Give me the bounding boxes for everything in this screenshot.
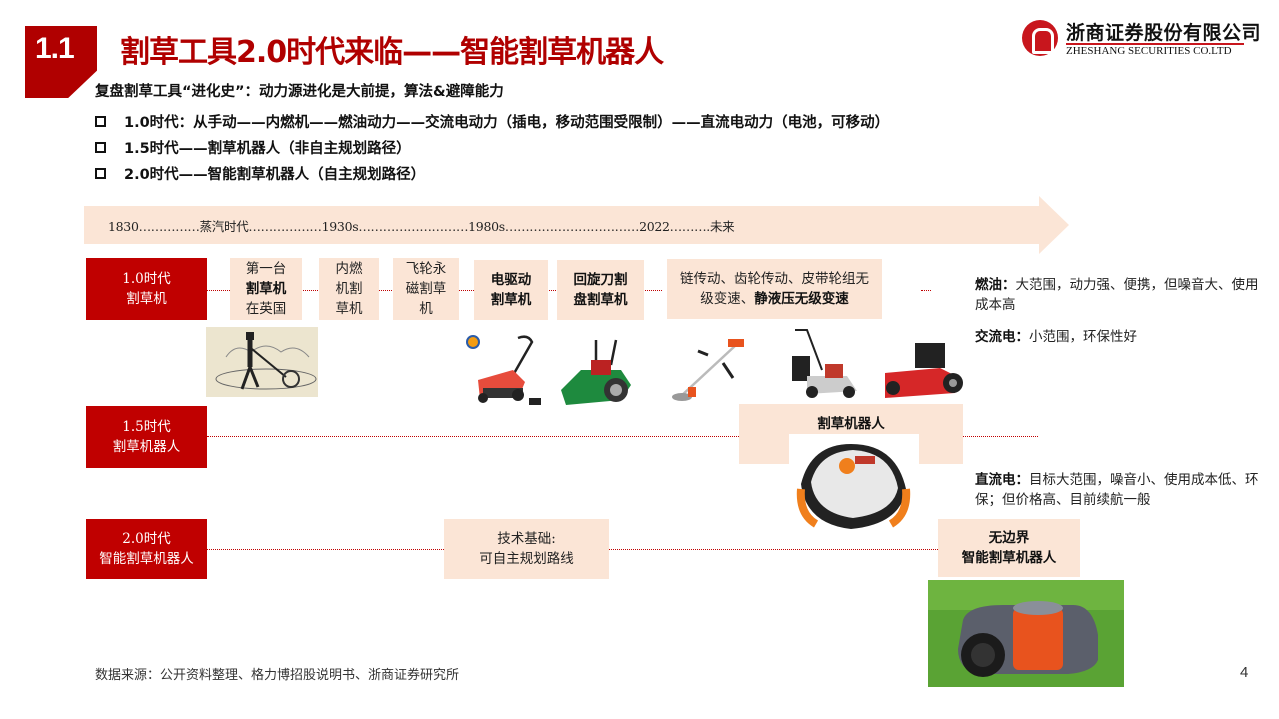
bullet-item: 2.0时代——智能割草机器人（自主规划路径）: [95, 160, 889, 186]
logo-chinese-name: 浙商证券股份有限公司: [1066, 22, 1262, 44]
section-number-badge: 1.1: [25, 26, 97, 98]
timeline-arrow-icon: [84, 196, 1069, 254]
era1-connector-line: [921, 290, 931, 291]
note-dc: 直流电：目标大范围，噪音小、使用成本低、环保；但价格高、目前续航一般: [975, 472, 1259, 508]
electric-mower-image: [466, 335, 541, 405]
tech-foundation-box: 技术基础:可自主规划路线: [444, 519, 609, 579]
page-number: 4: [1240, 664, 1249, 681]
square-bullet-icon: [95, 115, 106, 127]
milestone-first-mower: 第一台割草机在英国: [230, 258, 302, 320]
logo-divider: [1066, 43, 1244, 45]
subtitle: 复盘割草工具“进化史”：动力源进化是大前提，算法&避障能力: [95, 84, 504, 100]
page-title: 割草工具2.0时代来临——智能割草机器人: [120, 35, 664, 70]
milestone-rotary-blade-mower: 回旋刀割盘割草机: [557, 260, 644, 320]
note-fuel: 燃油：大范围，动力强、便携，但噪音大、使用成本高: [975, 277, 1259, 313]
string-trimmer-image: [672, 339, 744, 401]
timeline-label: 1830……………蒸汽时代………………1930s………………………1980s………: [108, 219, 735, 234]
bullet-item: 1.5时代——割草机器人（非自主规划路径）: [95, 134, 889, 160]
era15-connector-line: [207, 436, 739, 437]
era2-connector-line: [609, 549, 938, 550]
robot-mower-image: [789, 434, 919, 534]
bullet-item: 1.0时代：从手动——内燃机——燃油动力——交流电动力（插电，移动范围受限制）—…: [95, 108, 889, 134]
gas-push-mower-image: [792, 329, 857, 398]
note-ac: 交流电：小范围，环保性好: [975, 329, 1137, 345]
milestone-flywheel-magnet-mower: 飞轮永磁割草机: [393, 258, 459, 320]
square-bullet-icon: [95, 141, 106, 153]
milestone-ice-mower: 内燃机割草机: [319, 258, 379, 320]
era2-connector-line: [207, 549, 444, 550]
milestone-transmission: 链传动、齿轮传动、皮带轮组无 级变速、静液压无级变速: [667, 259, 882, 319]
logo-english-name: ZHESHANG SECURITIES CO.LTD: [1066, 45, 1232, 57]
rotary-blade-mower-image: [561, 339, 631, 405]
first-mower-engraving-image: [206, 327, 318, 397]
smart-robot-mower-image: [928, 580, 1124, 687]
bullet-list: 1.0时代：从手动——内燃机——燃油动力——交流电动力（插电，移动范围受限制）—…: [95, 108, 889, 186]
era15-connector-line: [963, 436, 1038, 437]
milestone-electric-mower: 电驱动割草机: [474, 260, 548, 320]
era-1-5-box: 1.5时代割草机器人: [86, 406, 207, 468]
boundaryless-robot-box: 无边界智能割草机器人: [938, 519, 1080, 577]
era-2-0-box: 2.0时代智能割草机器人: [86, 519, 207, 579]
square-bullet-icon: [95, 167, 106, 179]
riding-mower-image: [885, 343, 963, 398]
era-1-0-box: 1.0时代割草机: [86, 258, 207, 320]
logo-emblem-icon: [1022, 20, 1058, 56]
source-note: 数据来源：公开资料整理、格力博招股说明书、浙商证券研究所: [95, 668, 460, 683]
company-logo: 浙商证券股份有限公司 ZHESHANG SECURITIES CO.LTD: [1022, 18, 1261, 60]
